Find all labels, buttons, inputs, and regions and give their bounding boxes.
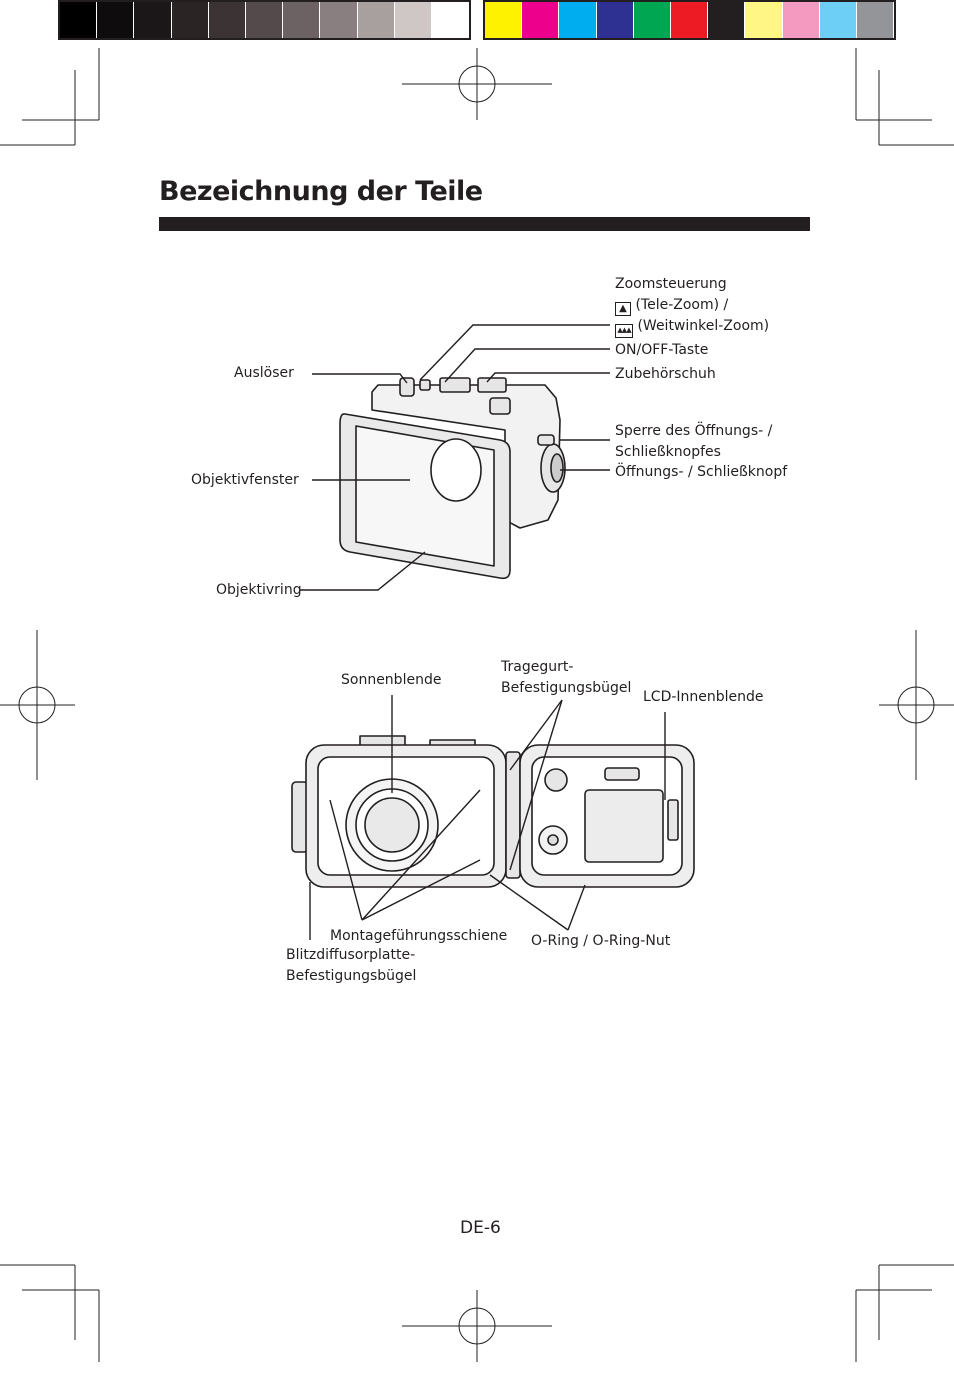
color-swatch xyxy=(633,2,671,38)
color-swatch xyxy=(485,2,523,38)
gray-swatch xyxy=(171,2,209,38)
label-knob-lock-2: Schließknopfes xyxy=(615,444,721,460)
label-strap-2: Befestigungsbügel xyxy=(501,680,632,696)
label-lcd-hood: LCD-Innenblende xyxy=(643,689,764,705)
wide-zoom-icon: ▲▲▲ xyxy=(615,324,633,338)
grayscale-color-bar xyxy=(58,0,471,40)
color-swatch xyxy=(522,2,560,38)
gray-swatch xyxy=(97,2,135,38)
label-strap-1: Tragegurt- xyxy=(501,659,574,675)
color-swatch xyxy=(670,2,709,38)
label-knob-lock-1: Sperre des Öffnungs- / xyxy=(615,423,773,439)
gray-swatch xyxy=(208,2,246,38)
label-power-button: ON/OFF-Taste xyxy=(615,342,709,358)
label-zoom-wide: ▲▲▲ (Weitwinkel-Zoom) xyxy=(615,316,769,338)
color-swatch xyxy=(596,2,634,38)
gray-swatch xyxy=(320,2,358,38)
gray-swatch xyxy=(283,2,321,38)
gray-swatch xyxy=(60,2,98,38)
label-zoom-control: Zoomsteuerung xyxy=(615,276,727,292)
label-lens-hood: Sonnenblende xyxy=(341,672,442,688)
color-swatch xyxy=(819,2,857,38)
process-color-bar xyxy=(483,0,896,40)
page-number: DE-6 xyxy=(460,1218,501,1238)
color-swatch xyxy=(559,2,597,38)
color-swatch xyxy=(856,2,895,38)
gray-swatch xyxy=(245,2,284,38)
title-rule xyxy=(159,217,810,231)
label-accessory-shoe: Zubehörschuh xyxy=(615,366,716,382)
label-shutter: Auslöser xyxy=(234,365,294,381)
page-title: Bezeichnung der Teile xyxy=(159,176,483,207)
label-open-close-knob: Öffnungs- / Schließknopf xyxy=(615,464,788,480)
label-mount-rail: Montageführungsschiene xyxy=(330,928,508,944)
gray-swatch xyxy=(431,2,470,38)
label-diffuser-2: Befestigungsbügel xyxy=(286,968,417,984)
gray-swatch xyxy=(394,2,432,38)
label-zoom-tele: ▲ (Tele-Zoom) / xyxy=(615,295,728,316)
tele-zoom-icon: ▲ xyxy=(615,302,631,316)
color-swatch xyxy=(745,2,783,38)
label-lens-window: Objektivfenster xyxy=(191,472,299,488)
label-diffuser-1: Blitzdiffusorplatte- xyxy=(286,947,416,963)
label-oring: O-Ring / O-Ring-Nut xyxy=(531,933,671,949)
label-lens-ring: Objektivring xyxy=(216,582,302,598)
color-swatch xyxy=(782,2,820,38)
gray-swatch xyxy=(134,2,172,38)
color-swatch xyxy=(708,2,746,38)
gray-swatch xyxy=(357,2,395,38)
